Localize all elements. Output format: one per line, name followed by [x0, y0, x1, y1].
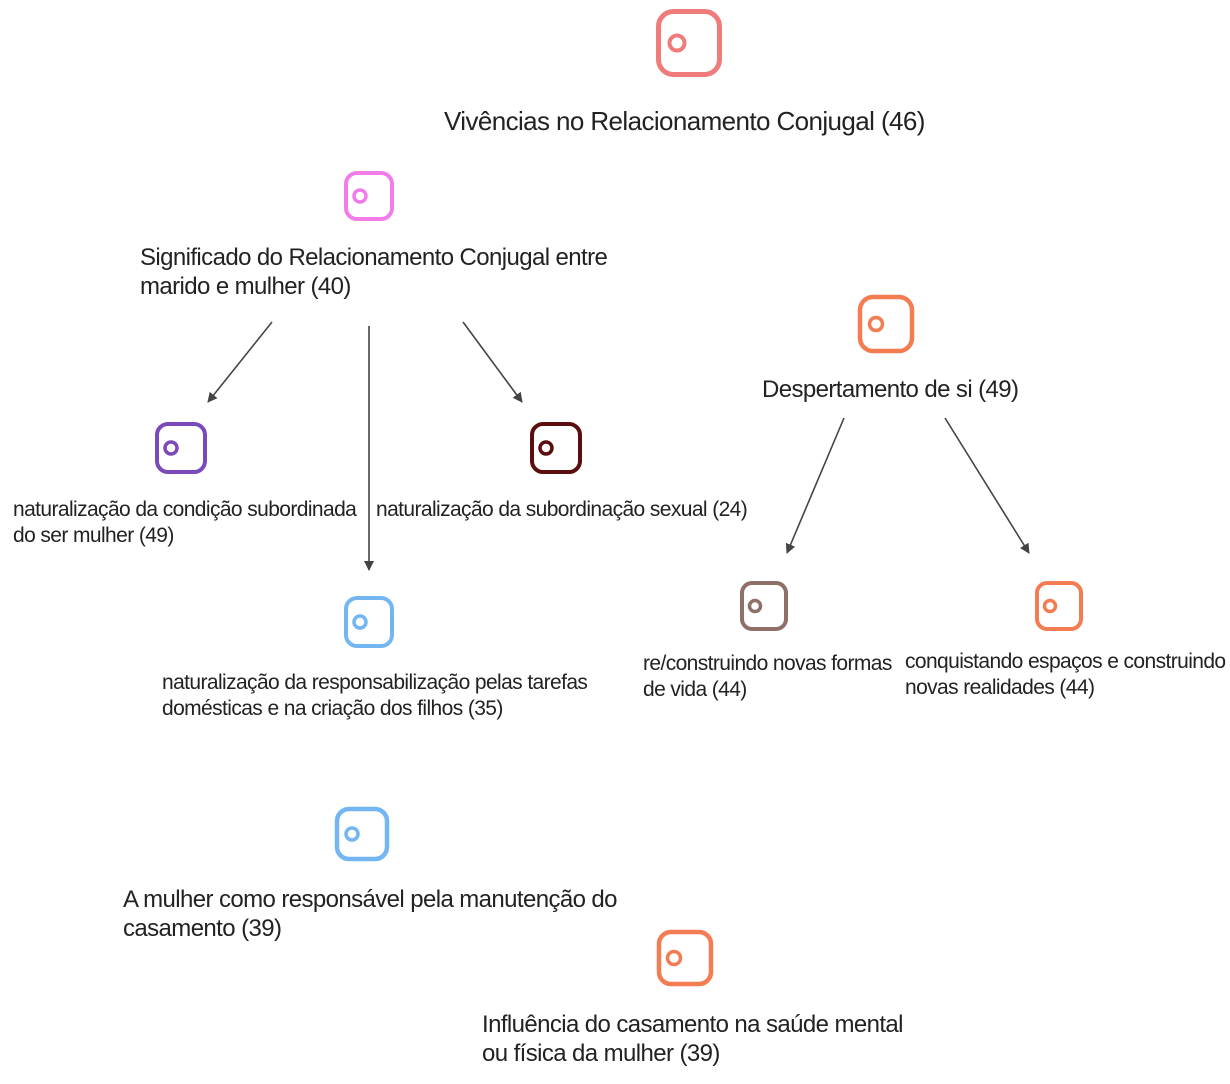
node-label-cond-subordinada: naturalização da condição subordinada do…: [13, 498, 357, 547]
edge-despertamento-to-reconstruindo: [785, 417, 845, 554]
code-tag-icon: [530, 422, 582, 474]
node-label-despertamento: Despertamento de si (49): [762, 376, 1019, 403]
node-label-vivencias: Vivências no Relacionamento Conjugal (46…: [444, 106, 925, 136]
code-tag-icon: [1035, 581, 1083, 631]
code-tag-icon: [740, 581, 788, 631]
edge-despertamento-to-conquistando: [944, 417, 1030, 554]
code-tag-icon: [656, 9, 722, 77]
node-label-reconstruindo: re/construindo novas formas de vida (44): [643, 652, 892, 701]
node-label-conquistando: conquistando espaços e construindo novas…: [905, 650, 1226, 699]
node-label-manutencao: A mulher como responsável pela manutençã…: [123, 886, 618, 943]
code-tag-icon: [344, 171, 394, 221]
edge-significado-to-sub_sexual: [462, 321, 523, 403]
node-label-tarefas: naturalização da responsabilização pelas…: [162, 671, 588, 720]
code-tag-icon: [656, 929, 714, 987]
code-tag-icon: [334, 806, 390, 862]
node-label-sub-sexual: naturalização da subordinação sexual (24…: [376, 498, 748, 521]
edge-significado-to-cond_subordinada: [207, 321, 273, 403]
code-tag-icon: [155, 422, 207, 474]
node-label-significado: Significado do Relacionamento Conjugal e…: [140, 244, 608, 301]
code-tag-icon: [344, 596, 394, 648]
code-tag-icon: [857, 294, 915, 354]
node-label-influencia: Influência do casamento na saúde mental …: [482, 1011, 904, 1068]
